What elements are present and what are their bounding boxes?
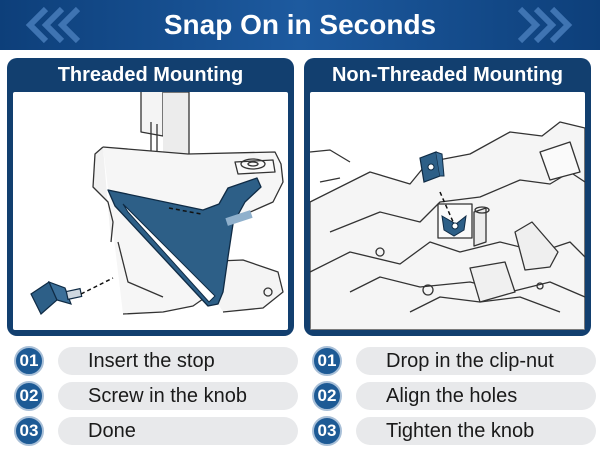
step-label: Screw in the knob [88, 385, 247, 407]
step-number-badge: 01 [14, 346, 44, 376]
step-pill: Screw in the knob [58, 382, 298, 410]
step-pill: Tighten the knob [356, 417, 596, 445]
step-label: Drop in the clip-nut [386, 350, 554, 372]
threaded-mounting-illustration [13, 92, 288, 330]
step-number-badge: 01 [312, 346, 342, 376]
step-number-badge: 02 [312, 381, 342, 411]
non-threaded-mounting-illustration [310, 92, 585, 330]
list-item: 03 Tighten the knob [310, 415, 597, 450]
non-threaded-mounting-panel: Non-Threaded Mounting [304, 58, 591, 336]
page-title: Snap On in Seconds [163, 9, 437, 40]
panel-title: Threaded Mounting [57, 64, 244, 86]
list-item: 02 Align the holes [310, 380, 597, 415]
step-label: Align the holes [386, 385, 518, 407]
list-item: 03 Done [12, 415, 299, 450]
list-item: 01 Drop in the clip-nut [310, 345, 597, 380]
list-item: 02 Screw in the knob [12, 380, 299, 415]
step-label: Insert the stop [88, 350, 215, 372]
header-banner: Snap On in Seconds [0, 0, 600, 50]
panel-title: Non-Threaded Mounting [331, 64, 564, 86]
step-label: Tighten the knob [386, 420, 535, 442]
chevron-right-icon [517, 7, 573, 43]
list-item: 01 Insert the stop [12, 345, 299, 380]
step-pill: Drop in the clip-nut [356, 347, 596, 375]
step-pill: Align the holes [356, 382, 596, 410]
non-threaded-steps: 01 Drop in the clip-nut 02 Align the hol… [310, 345, 597, 450]
step-label: Done [88, 420, 136, 442]
threaded-mounting-panel: Threaded Mounting [7, 58, 294, 336]
step-pill: Done [58, 417, 298, 445]
step-number-badge: 02 [14, 381, 44, 411]
step-number-badge: 03 [312, 416, 342, 446]
chevron-left-icon [25, 7, 81, 43]
step-number-badge: 03 [14, 416, 44, 446]
step-pill: Insert the stop [58, 347, 298, 375]
threaded-steps: 01 Insert the stop 02 Screw in the knob … [12, 345, 299, 450]
